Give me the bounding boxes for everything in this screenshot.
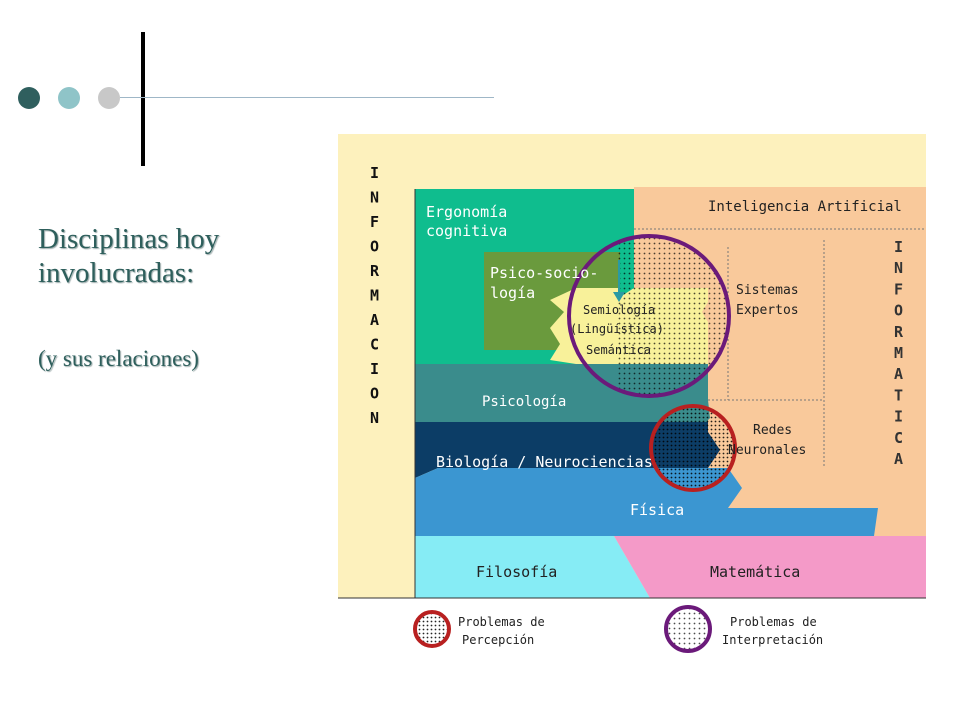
sistemas-expertos-label-1: Sistemas [736, 283, 799, 298]
sistemas-expertos-label-2: Expertos [736, 303, 799, 318]
informatica-letter: M [894, 344, 903, 362]
informatica-letter: O [894, 302, 903, 320]
redes-neuronales-label-1: Redes [753, 423, 792, 438]
informatica-letter: I [894, 408, 903, 426]
informatica-letter: C [894, 429, 903, 447]
decor-horizontal-rule [120, 97, 494, 98]
biologia-label: Biología / Neurociencias [436, 453, 653, 471]
slide-title: Disciplinas hoy involucradas: [38, 223, 220, 289]
slide-subtitle: (y sus relaciones) [38, 346, 199, 371]
redes-neuronales-label-2: Neuronales [728, 443, 806, 458]
matematica-region [614, 536, 926, 598]
informacion-letter: I [370, 164, 379, 182]
interpretacion-circle [567, 234, 731, 398]
percepcion-circle [649, 404, 737, 492]
filosofia-region [415, 536, 650, 598]
semiologia-label-3: Semántica [586, 343, 651, 357]
psicologia-label: Psicología [482, 394, 566, 410]
semiologia-label-2: (Lingüística) [570, 322, 664, 336]
ergonomia-label-1: Ergonomía [426, 203, 507, 221]
informacion-letter: N [370, 189, 379, 207]
decor-dot-gray [98, 87, 120, 109]
percepcion-hatch [651, 406, 735, 490]
informacion-letter: I [370, 360, 379, 378]
informatica-letter: T [894, 386, 903, 404]
informacion-letter: A [370, 311, 379, 329]
informacion-letter: O [370, 238, 379, 256]
informatica-letter: A [894, 365, 903, 383]
informatica-letter: A [894, 450, 903, 468]
decor-dot-dark [18, 87, 40, 109]
semiologia-label-1: Semiología [583, 303, 655, 317]
informacion-letter: R [370, 262, 380, 280]
fisica-label: Física [630, 501, 684, 519]
legend: Problemas de Percepción Problemas de Int… [413, 605, 823, 653]
informatica-letter: N [894, 259, 903, 277]
matematica-label: Matemática [710, 563, 800, 581]
legend-percepcion-label-2: Percepción [462, 633, 534, 647]
legend-percepcion-swatch [413, 610, 451, 648]
psicosociologia-label-1: Psico-socio- [490, 264, 598, 282]
filosofia-label: Filosofía [476, 563, 557, 581]
informatica-letter: I [894, 238, 903, 256]
inteligencia-artificial-label: Inteligencia Artificial [708, 199, 902, 215]
decor-vertical-rule [141, 32, 145, 166]
informacion-letter: N [370, 409, 379, 427]
legend-interpretacion-swatch [664, 605, 712, 653]
arrow-icon [613, 292, 625, 302]
psicosociologia-label-2: logía [490, 284, 535, 302]
fisica-region [415, 468, 878, 536]
informatica-letter: F [894, 280, 903, 298]
informacion-letter: M [370, 287, 379, 305]
legend-percepcion-label-1: Problemas de [458, 615, 545, 629]
informacion-letter: F [370, 213, 379, 231]
biologia-region [415, 422, 720, 478]
informacion-letter: O [370, 385, 379, 403]
informatica-letter: R [894, 323, 904, 341]
legend-interpretacion-label-1: Problemas de [730, 615, 817, 629]
informacion-letter: C [370, 336, 379, 354]
decor-dot-teal [58, 87, 80, 109]
ergonomia-label-2: cognitiva [426, 222, 507, 240]
legend-interpretacion-label-2: Interpretación [722, 633, 823, 647]
